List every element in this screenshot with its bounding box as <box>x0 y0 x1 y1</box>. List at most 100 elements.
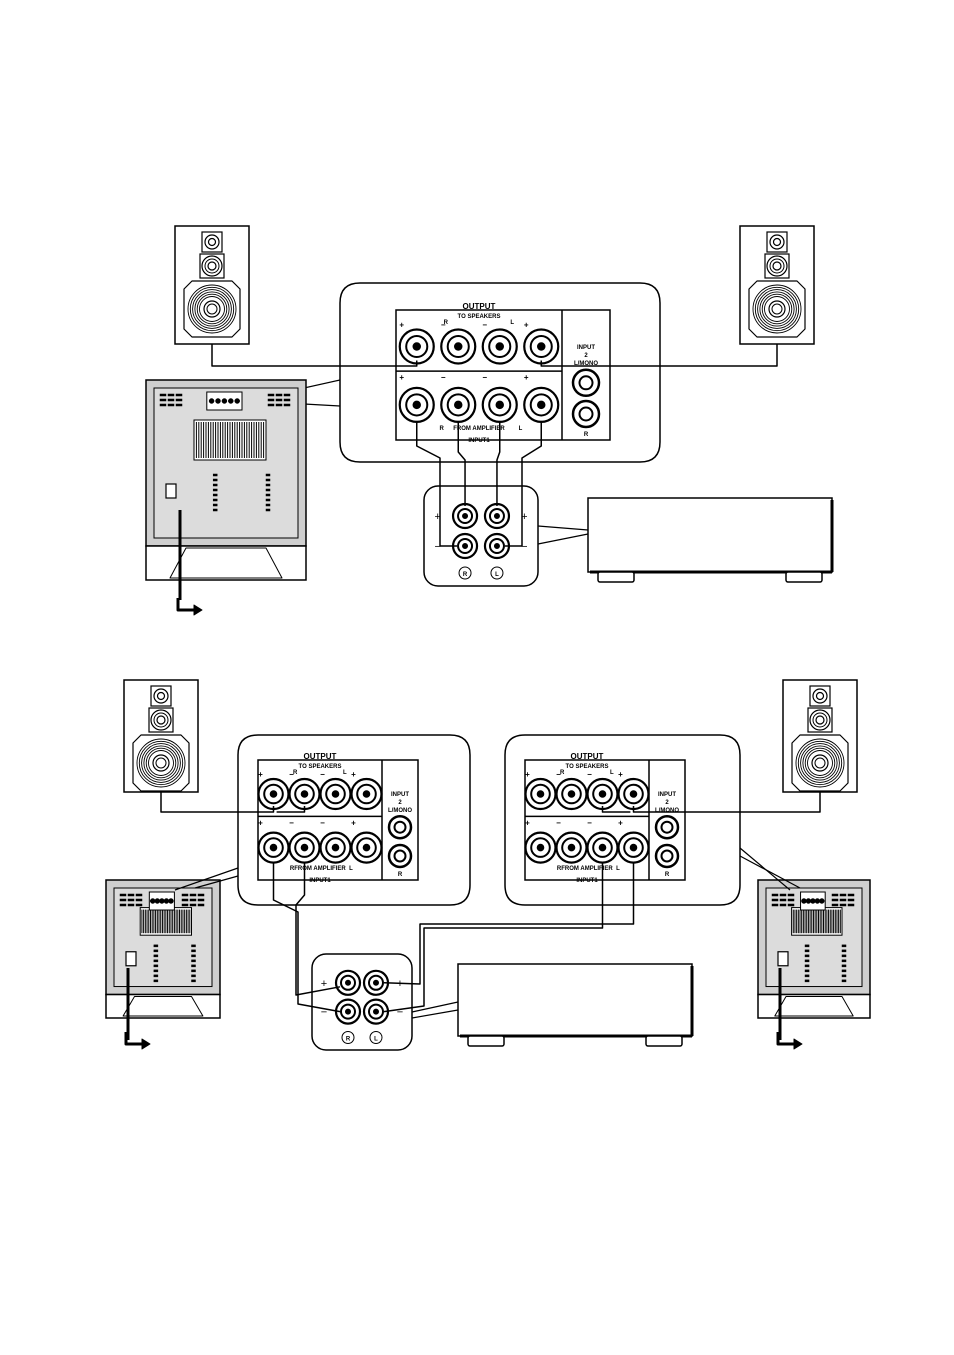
input2-label: INPUT <box>391 792 409 798</box>
vent-slot <box>128 899 134 901</box>
amp-left-label: L <box>495 572 499 578</box>
woofer-dustcap <box>769 301 785 317</box>
amplifier-body <box>588 498 832 572</box>
vent-slot <box>780 904 786 906</box>
amp-right-label: R <box>463 572 468 578</box>
binding-post <box>441 388 475 422</box>
power-switch <box>778 952 788 966</box>
indicator-dot <box>266 474 270 476</box>
indicator-dot <box>805 965 809 967</box>
midrange-frame <box>149 708 173 732</box>
subwoofer-top <box>146 380 306 580</box>
vent-slot <box>168 399 174 401</box>
polarity-label-bottom: + <box>525 818 530 827</box>
channel-right-top: R <box>560 770 565 776</box>
polarity-label-bottom: − <box>441 373 446 382</box>
vent-slot <box>136 904 142 906</box>
vent-slot <box>128 894 134 896</box>
polarity-label-top: + <box>258 770 263 779</box>
terminal-dot <box>216 399 221 404</box>
binding-post <box>483 330 517 364</box>
post-hole <box>537 791 544 798</box>
amp-post-hole <box>494 514 499 519</box>
indicator-dot <box>842 950 846 952</box>
amp-left-label: L <box>374 1037 378 1043</box>
polarity-label-bottom: + <box>258 818 263 827</box>
amp-post-hole <box>494 544 499 549</box>
woofer-dustcap <box>812 755 828 771</box>
input2-right-label: R <box>665 872 670 878</box>
indicator-dot <box>154 955 158 957</box>
vent-slot <box>136 894 142 896</box>
vent-slot <box>160 404 166 406</box>
channel-left-top: L <box>343 770 347 776</box>
power-switch <box>166 484 176 498</box>
indicator-dot <box>213 489 217 491</box>
binding-post <box>619 779 649 809</box>
vent-slot <box>176 399 182 401</box>
vent-slot <box>176 404 182 406</box>
indicator-dot <box>842 980 846 982</box>
vent-slot <box>268 399 274 401</box>
amp-pointer-lower-bottom <box>412 1010 458 1018</box>
binding-post <box>259 779 289 809</box>
terminal-dot <box>164 899 169 904</box>
indicator-dot <box>192 950 196 952</box>
indicator-dot <box>805 980 809 982</box>
post-hole <box>538 343 545 350</box>
power-arrow-top-head <box>194 605 202 615</box>
polarity-label-top: + <box>351 770 356 779</box>
post-hole <box>568 844 575 851</box>
post-hole <box>363 844 370 851</box>
indicator-dot <box>192 955 196 957</box>
polarity-label-bottom: − <box>587 818 592 827</box>
amp-binding-post <box>485 504 509 528</box>
post-hole <box>413 401 420 408</box>
polarity-label-bottom: − <box>320 818 325 827</box>
binding-post <box>588 833 618 863</box>
amplifier-foot-right <box>646 1036 682 1046</box>
subwoofer-port <box>775 997 853 1016</box>
midrange-frame <box>808 708 832 732</box>
post-hole <box>537 844 544 851</box>
vent-slot <box>268 394 274 396</box>
vent-slot <box>120 904 126 906</box>
polarity-label-bottom: − <box>482 373 487 382</box>
indicator-dot <box>154 975 158 977</box>
vent-slot <box>198 894 204 896</box>
rca-jack <box>656 845 678 867</box>
binding-post <box>321 779 351 809</box>
post-hole <box>301 791 308 798</box>
indicator-dot <box>266 489 270 491</box>
amplifier-top <box>588 498 832 582</box>
post-hole <box>270 844 277 851</box>
input2-right-label: R <box>584 432 589 438</box>
indicator-dot <box>213 509 217 511</box>
indicator-dot <box>213 499 217 501</box>
vent-slot <box>168 394 174 396</box>
woofer-dustcap <box>153 755 169 771</box>
amplifier-bottom <box>458 964 692 1046</box>
power-arrow-bottom-right-head <box>794 1039 802 1049</box>
input2-label: INPUT <box>658 792 676 798</box>
polarity-label-top: − <box>587 770 592 779</box>
amp-post-hole <box>463 544 468 549</box>
indicator-dot <box>213 474 217 476</box>
polarity-label-bottom: + <box>351 818 356 827</box>
amp-binding-post <box>453 504 477 528</box>
polarity-label-top: − <box>482 321 487 330</box>
vent-slot <box>840 904 846 906</box>
vent-slot <box>190 894 196 896</box>
indicator-dot <box>842 975 846 977</box>
input2-right-label: R <box>398 872 403 878</box>
vent-slot <box>276 399 282 401</box>
terminal-dot <box>235 399 240 404</box>
vent-slot <box>284 404 290 406</box>
amp-post-hole <box>374 980 379 985</box>
indicator-dot <box>266 479 270 481</box>
subwoofer-port <box>123 997 203 1016</box>
polarity-label-top: + <box>399 321 404 330</box>
amp-pointer-upper-top <box>538 526 588 530</box>
binding-post <box>321 833 351 863</box>
